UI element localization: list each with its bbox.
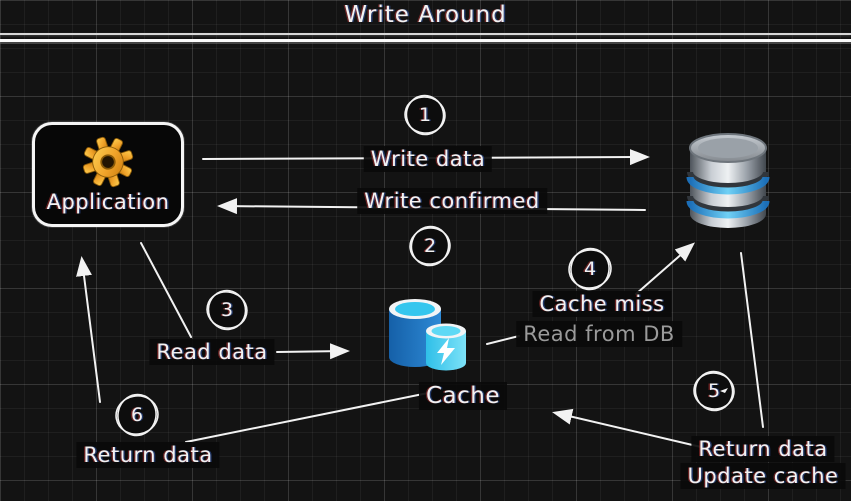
line-read-data-from-app: [140, 242, 192, 338]
write-data-label: Write data: [363, 146, 493, 172]
read-data-label: Read data: [149, 339, 275, 365]
step-4-number: 4: [583, 258, 597, 280]
title-rule-top: [0, 33, 851, 35]
arrow-return-data-to-app: [76, 256, 101, 403]
title-rule-bottom: [0, 39, 851, 42]
diagram-title: Write Around: [344, 2, 507, 28]
return-data-left-label: Return data: [76, 442, 220, 468]
line-cache-to-return-data: [185, 392, 429, 443]
application-node: Application: [32, 122, 184, 227]
step-2-number: 2: [423, 235, 437, 257]
step-3-number: 3: [220, 299, 234, 321]
step-4-badge: 4: [566, 245, 614, 293]
read-from-db-label: Read from DB: [516, 321, 682, 347]
arrow-read-data-to-cache: [276, 343, 350, 360]
line-db-to-return-update: [740, 252, 764, 428]
write-confirmed-label: Write confirmed: [357, 188, 547, 214]
arrow-update-cache-to-cache: [552, 408, 702, 448]
cache-icon: [389, 299, 466, 371]
step-3-badge: 3: [203, 286, 251, 334]
update-cache-label: Update cache: [680, 463, 846, 489]
step-6-badge: 6: [113, 391, 161, 439]
arrow-cache-miss-to-db: [635, 242, 696, 295]
database-icon: [686, 133, 770, 228]
step-6-number: 6: [130, 404, 144, 426]
return-data-right-label: Return data: [691, 436, 835, 462]
cache-miss-label: Cache miss: [532, 291, 672, 317]
step-1-number: 1: [418, 104, 432, 126]
step-5-badge: 5: [690, 367, 738, 415]
cache-label: Cache: [418, 382, 508, 410]
line-cache-to-cache-miss: [486, 335, 520, 345]
step-2-badge: 2: [406, 222, 454, 270]
step-1-badge: 1: [401, 91, 449, 139]
application-label: Application: [46, 190, 170, 214]
gear-icon: [82, 136, 134, 188]
step-5-number: 5: [707, 380, 721, 402]
